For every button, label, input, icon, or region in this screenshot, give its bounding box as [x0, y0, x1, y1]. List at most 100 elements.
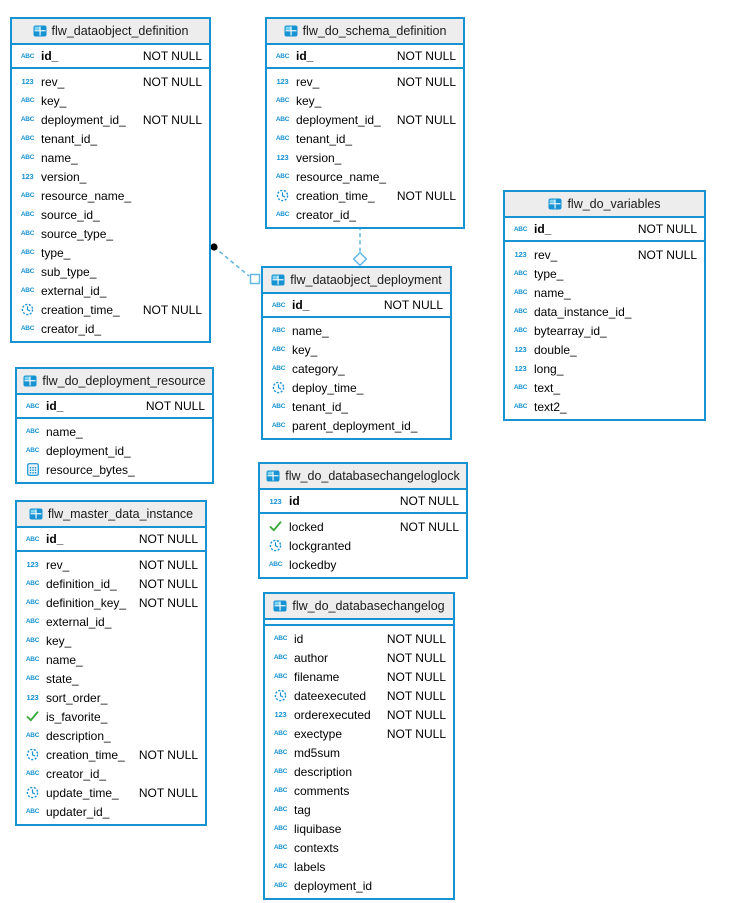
table-header[interactable]: flw_do_databasechangeloglock	[260, 464, 466, 490]
relationship-line[interactable]	[213, 246, 250, 277]
table-header[interactable]: flw_dataobject_deployment	[263, 268, 450, 294]
column-row[interactable]: is_favorite_	[17, 707, 205, 726]
not-null-constraint: NOT NULL	[386, 669, 446, 684]
table-header[interactable]: flw_do_variables	[505, 192, 704, 218]
column-row[interactable]: resource_bytes_	[17, 460, 212, 479]
column-row[interactable]: creation_time_NOT NULL	[12, 300, 209, 319]
table-header[interactable]: flw_master_data_instance	[17, 502, 205, 528]
table-header[interactable]: flw_do_deployment_resource	[17, 369, 212, 395]
column-row[interactable]: update_time_NOT NULL	[17, 783, 205, 802]
column-row[interactable]: creation_time_NOT NULL	[17, 745, 205, 764]
text-type-icon: ABC	[25, 402, 40, 410]
column-row[interactable]: creation_time_NOT NULL	[267, 186, 463, 205]
connector-dataobject-definition-to-deployment[interactable]	[210, 243, 261, 285]
text-type-icon: ABC	[20, 52, 35, 60]
table-header[interactable]: flw_do_databasechangelog	[265, 594, 453, 620]
table-header[interactable]: flw_dataobject_definition	[12, 19, 209, 45]
column-row[interactable]: lockgranted	[260, 536, 466, 555]
table-header[interactable]: flw_do_schema_definition	[267, 19, 463, 45]
column-row[interactable]: deploy_time_	[263, 378, 450, 397]
text-type-icon: ABC	[25, 637, 40, 644]
